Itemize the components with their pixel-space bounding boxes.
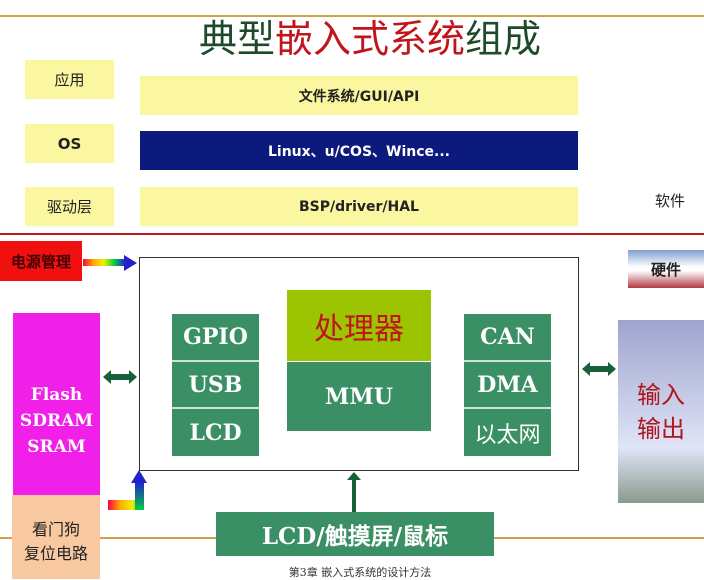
module-dma: DMA	[464, 362, 551, 409]
layer-driver: BSP/driver/HAL	[140, 187, 578, 226]
memory-sram: SRAM	[27, 436, 86, 457]
memory-flash: Flash	[30, 384, 83, 405]
power-management: 电源管理	[0, 241, 82, 281]
vertical-double-arrow-icon	[347, 472, 361, 520]
module-lcd: LCD	[172, 409, 259, 456]
watchdog-label: 看门狗	[31, 520, 80, 539]
reset-circuit-label: 复位电路	[23, 544, 88, 563]
layer-label-driver: 驱动层	[25, 187, 114, 226]
divider	[0, 233, 704, 235]
software-label: 软件	[655, 192, 686, 210]
layer-app: 文件系统/GUI/API	[140, 76, 578, 115]
io-output: 输出	[637, 414, 685, 443]
layer-os: Linux、u/COS、Wince...	[140, 131, 578, 170]
memory-sdram: SDRAM	[19, 410, 94, 431]
watchdog-arrow-stem	[135, 482, 144, 510]
top-rule	[0, 15, 704, 17]
memory-box: Flash SDRAM SRAM	[13, 313, 100, 528]
page-title: 典型嵌入式系统组成	[0, 8, 704, 63]
double-arrow-icon	[582, 362, 616, 376]
module-ethernet: 以太网	[464, 409, 551, 456]
module-gpio: GPIO	[172, 314, 259, 362]
watchdog-box: 看门狗 复位电路	[12, 495, 100, 579]
module-usb: USB	[172, 362, 259, 409]
double-arrow-icon	[103, 370, 137, 384]
display-io: LCD/触摸屏/鼠标	[216, 512, 494, 556]
layer-label-app: 应用	[25, 60, 114, 99]
io-box: 输入 输出	[618, 320, 704, 503]
arrow-head-icon	[124, 255, 137, 271]
title-part1: 典型	[198, 17, 275, 61]
footer: 第3章 嵌入式系统的设计方法	[288, 566, 432, 579]
title-part2: 嵌入式系统	[274, 17, 465, 61]
hardware-label: 硬件	[628, 250, 704, 288]
io-input: 输入	[637, 380, 685, 409]
title-part3: 组成	[465, 17, 542, 61]
layer-label-os: OS	[25, 124, 114, 163]
arrow-head-icon	[131, 470, 147, 483]
watchdog-arrow	[108, 500, 144, 510]
module-can: CAN	[464, 314, 551, 362]
mmu: MMU	[287, 362, 431, 431]
processor: 处理器	[287, 290, 431, 361]
power-arrow	[83, 259, 125, 266]
